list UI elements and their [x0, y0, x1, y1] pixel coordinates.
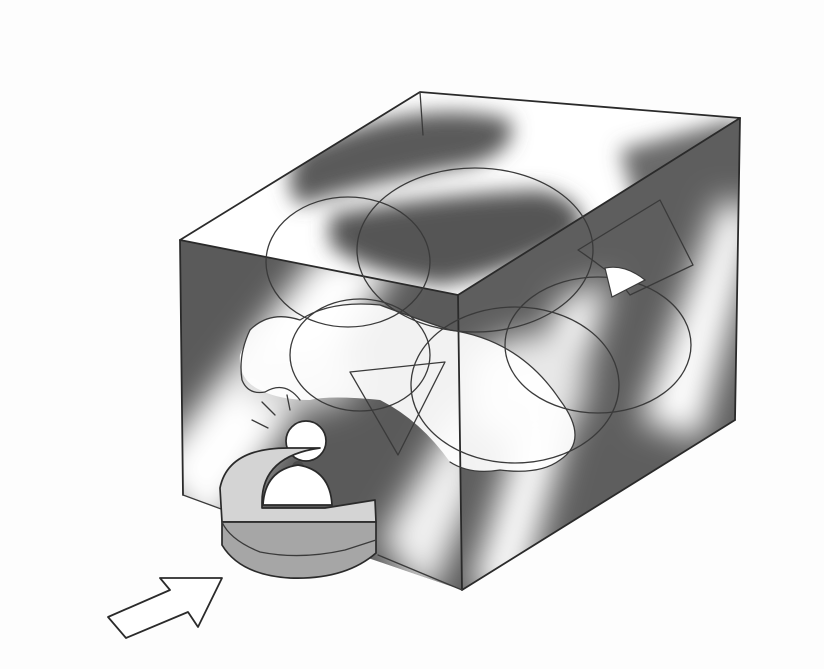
arrow-icon	[108, 578, 222, 638]
